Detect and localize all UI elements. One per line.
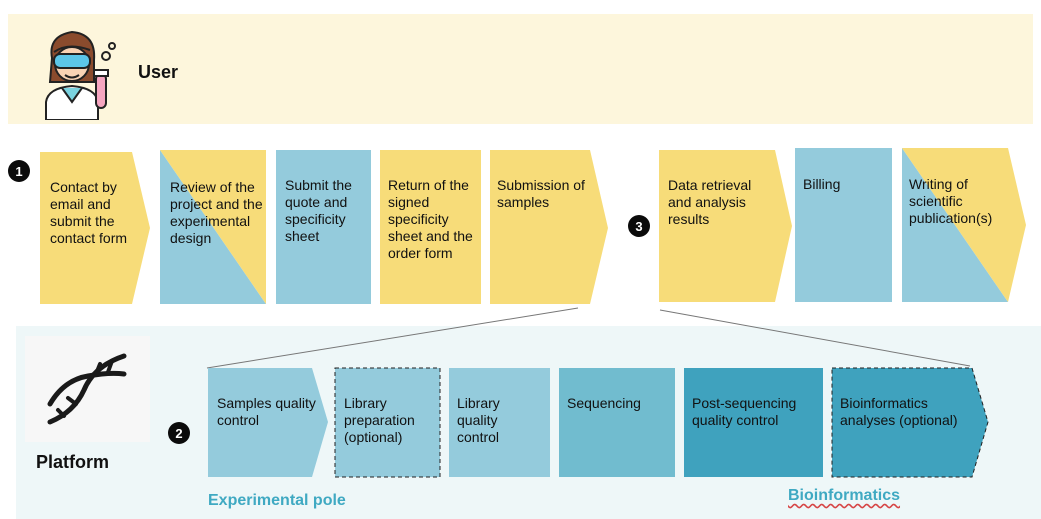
user-step-6-label: Data retrieval and analysis results	[668, 177, 752, 227]
user-step-3-label: Submit the quote and specificity sheet	[285, 177, 352, 244]
platform-step-4-label: Sequencing	[567, 395, 641, 411]
platform-step-4-shape	[559, 368, 675, 477]
user-step-4-label: Return of the signed specificity sheet a…	[388, 177, 473, 261]
platform-step-6-shape	[831, 367, 989, 478]
zoom-line-left	[206, 307, 579, 369]
user-step-2-shape-yellow	[160, 150, 266, 304]
zoom-line-right	[659, 309, 971, 367]
platform-step-1-shape	[208, 368, 328, 477]
user-step-8-label: Writing of scientific publication(s)	[909, 176, 993, 226]
step-marker-3: 3	[628, 215, 650, 237]
platform-step-1-label: Samples quality control	[217, 395, 316, 428]
user-step-7-shape	[795, 148, 892, 302]
platform-step-6-label: Bioinformatics analyses (optional)	[840, 395, 958, 428]
user-step-1-shape	[40, 152, 150, 304]
dna-icon	[47, 353, 127, 425]
platform-step-2-label: Library preparation (optional)	[344, 395, 415, 445]
platform-step-5-label: Post-sequencing quality control	[692, 395, 797, 428]
user-step-8-shape-yellow	[902, 148, 1026, 302]
user-step-4-shape	[380, 150, 481, 304]
user-step-7-label: Billing	[803, 176, 841, 192]
platform-step-3-shape	[449, 368, 550, 477]
step-marker-2: 2	[168, 422, 190, 444]
user-band	[8, 14, 1033, 124]
scientist-icon	[45, 30, 116, 120]
platform-step-5-shape	[684, 368, 823, 477]
platform-step-2-shape	[334, 367, 441, 478]
user-step-2-label: Review of the project and the experiment…	[170, 179, 263, 246]
dna-icon-box	[25, 336, 150, 442]
user-step-6-shape	[659, 150, 792, 302]
step-marker-1: 1	[8, 160, 30, 182]
bioinformatics-pole-label: Bioinformatics	[788, 487, 901, 504]
platform-step-3-label: Library quality control	[457, 395, 500, 445]
experimental-pole-label: Experimental pole	[208, 492, 346, 509]
user-title: User	[138, 62, 179, 82]
user-step-5-shape	[490, 150, 608, 304]
user-step-3-shape	[276, 150, 371, 304]
platform-title: Platform	[36, 452, 110, 472]
user-step-5-label: Submission of samples	[497, 177, 585, 210]
user-step-1-label: Contact by email and submit the contact …	[50, 179, 128, 246]
